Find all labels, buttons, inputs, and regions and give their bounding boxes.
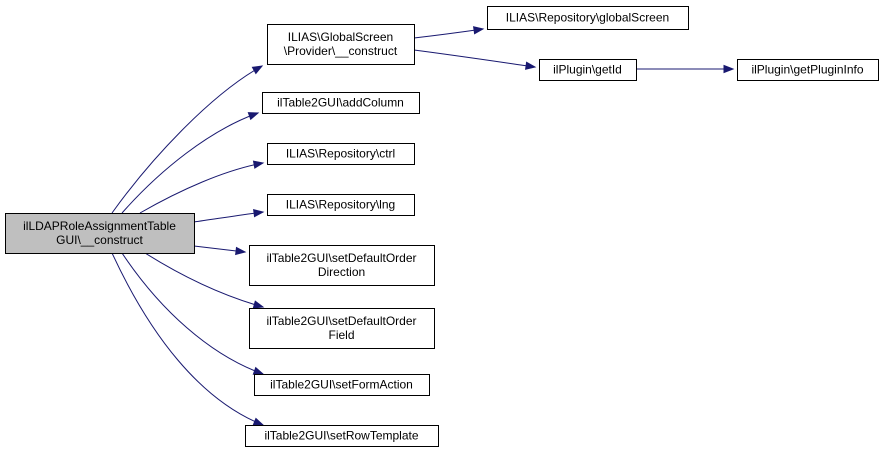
- node-box: [5, 213, 195, 254]
- node-label-line: ilTable2GUI\setRowTemplate: [264, 429, 418, 443]
- nodes-layer: ilLDAPRoleAssignmentTableGUI\__construct…: [5, 6, 879, 447]
- arrow-head-icon: [251, 65, 264, 75]
- arrow-head-icon: [472, 26, 485, 35]
- edge-line: [413, 28, 484, 39]
- node-label-line: ILIAS\Repository\globalScreen: [506, 11, 669, 25]
- arrow-head-icon: [252, 417, 265, 426]
- edge-line: [139, 162, 264, 214]
- node-label-line: ilLDAPRoleAssignmentTable: [23, 219, 176, 233]
- node-label-line: ILIAS\Repository\lng: [286, 198, 395, 212]
- node-sfa[interactable]: ilTable2GUI\setFormAction: [254, 374, 430, 396]
- node-addcol[interactable]: ilTable2GUI\addColumn: [262, 92, 420, 114]
- node-getid[interactable]: ilPlugin\getId: [539, 59, 637, 81]
- arrow-head-icon: [252, 300, 265, 309]
- node-label-line: ilTable2GUI\setDefaultOrder: [266, 314, 416, 328]
- edge-root-to-addcol: [121, 112, 260, 214]
- edge-root-to-srt: [111, 252, 265, 426]
- node-label-line: ilPlugin\getId: [553, 63, 622, 77]
- node-label-line: ILIAS\Repository\ctrl: [286, 147, 395, 161]
- arrow-head-icon: [524, 61, 537, 70]
- node-box: [539, 59, 637, 81]
- node-label-line: ilTable2GUI\addColumn: [277, 96, 404, 110]
- edge-line: [144, 252, 264, 308]
- node-label-line: GUI\__construct: [56, 233, 143, 247]
- node-box: [245, 425, 439, 447]
- node-label-line: ilTable2GUI\setFormAction: [270, 378, 413, 392]
- edge-root-to-lng: [193, 209, 265, 223]
- edge-root-to-sdod: [193, 245, 247, 256]
- node-label-line: Direction: [318, 265, 365, 279]
- node-box: [249, 308, 435, 349]
- node-box: [254, 374, 430, 396]
- node-getplugininfo[interactable]: ilPlugin\getPluginInfo: [737, 59, 879, 81]
- node-label-line: Field: [328, 328, 354, 342]
- node-box: [262, 92, 420, 114]
- node-srt[interactable]: ilTable2GUI\setRowTemplate: [245, 425, 439, 447]
- node-box: [487, 6, 689, 30]
- edge-line: [121, 112, 259, 214]
- arrow-head-icon: [247, 112, 260, 121]
- edge-root-to-sfa: [121, 252, 265, 375]
- node-box: [267, 24, 415, 65]
- arrow-head-icon: [235, 246, 247, 256]
- edge-line: [413, 49, 536, 68]
- edge-gs-to-globalscreen: [413, 26, 485, 39]
- arrow-head-icon: [723, 64, 735, 74]
- node-gs[interactable]: ILIAS\GlobalScreen\Provider\__construct: [267, 24, 415, 65]
- node-box: [267, 194, 415, 216]
- node-globalscreen[interactable]: ILIAS\Repository\globalScreen: [487, 6, 689, 30]
- arrow-head-icon: [253, 209, 265, 218]
- arrow-head-icon: [252, 366, 265, 375]
- node-label-line: ilPlugin\getPluginInfo: [751, 63, 863, 77]
- node-box: [737, 59, 879, 81]
- node-lng[interactable]: ILIAS\Repository\lng: [267, 194, 415, 216]
- node-label-line: ILIAS\GlobalScreen: [288, 30, 393, 44]
- edge-line: [111, 65, 263, 214]
- node-box: [267, 143, 415, 165]
- node-label-line: ilTable2GUI\setDefaultOrder: [266, 251, 416, 265]
- edge-root-to-ctrl: [139, 160, 265, 214]
- arrow-head-icon: [252, 160, 265, 169]
- edge-line: [121, 252, 264, 375]
- edge-root-to-sdof: [144, 252, 265, 309]
- node-label-line: \Provider\__construct: [284, 44, 398, 58]
- edge-root-to-gs: [111, 65, 264, 214]
- edge-line: [111, 252, 264, 426]
- edge-gs-to-getid: [413, 49, 537, 70]
- node-ctrl[interactable]: ILIAS\Repository\ctrl: [267, 143, 415, 165]
- node-box: [249, 245, 435, 286]
- edge-getid-to-getplugininfo: [636, 64, 735, 74]
- edges-layer: [111, 26, 735, 426]
- edge-line: [193, 211, 264, 223]
